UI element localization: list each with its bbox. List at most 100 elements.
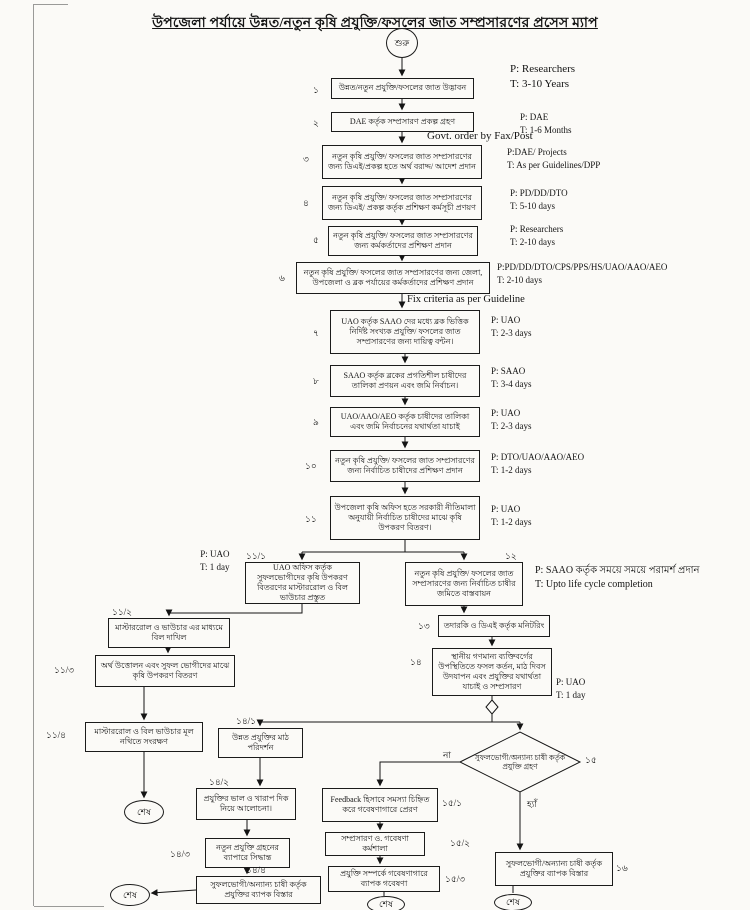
- step-6-performer: P:PD/DD/DTO/CPS/PPS/HS/UAO/AAO/AEO: [497, 262, 668, 272]
- step-11-3-number: ১১/৩: [54, 665, 75, 675]
- step-5-time: T: 2-10 days: [510, 236, 556, 247]
- step-10-annotation: P: DTO/UAO/AAO/AEO T: 1-2 days: [491, 451, 584, 476]
- decision-diamond: [458, 731, 582, 793]
- step-15-3-box: প্রযুক্তি সম্পর্কে গবেষণাগারে ব্যাপক গবে…: [328, 866, 440, 892]
- step-9-annotation: P: UAO T: 2-3 days: [491, 407, 532, 432]
- step-2-number: ২: [313, 118, 319, 128]
- step-11-1-time: T: 1 day: [200, 561, 230, 572]
- step-10-time: T: 1-2 days: [491, 464, 532, 475]
- step-14-annotation: P: UAO T: 1 day: [556, 676, 586, 701]
- step-7-annotation: P: UAO T: 2-3 days: [491, 314, 532, 339]
- step-14-time: T: 1 day: [556, 689, 586, 700]
- step-2-annotation: P: DAE T: 1-6 Months: [520, 111, 572, 136]
- step-7-number: ৭: [313, 328, 319, 338]
- step-3-annotation: P:DAE/ Projects T: As per Guidelines/DPP: [507, 146, 600, 171]
- step-11-1-number: ১১/১: [246, 551, 267, 561]
- edge-label-fix-criteria: Fix criteria as per Guideline: [407, 294, 525, 305]
- step-13-box: তদারকি ও ডিএই কর্তৃক মনিটরিং: [438, 615, 550, 637]
- step-11-time: T: 1-2 days: [491, 516, 532, 527]
- step-12-time: T: Upto life cycle completion: [535, 579, 653, 590]
- step-10-performer: P: DTO/UAO/AAO/AEO: [491, 452, 585, 462]
- step-11-4-number: ১১/৪: [46, 730, 67, 740]
- step-15-2-number: ১৫/২: [450, 838, 471, 848]
- step-11-1-box: UAO অফিস কর্তৃক সুফলভোগীদের কৃষি উপকরণ ব…: [245, 562, 360, 604]
- step-14-box: স্থানীয় গণমান্য ব্যক্তিবর্গের উপস্থিতিত…: [432, 648, 552, 696]
- step-6-number: ৬: [279, 273, 285, 283]
- step-11-2-number: ১১/২: [112, 607, 133, 617]
- step-14-3-number: ১৪/৩: [170, 849, 191, 859]
- junction-connector: [485, 699, 499, 715]
- step-14-4-box: সুফলভোগী/অন্যান্য চাষী কর্তৃক প্রযুক্তির…: [196, 876, 321, 904]
- step-12-box: নতুন কৃষি প্রযুক্তি/ ফসলের জাত সম্প্রসার…: [405, 562, 523, 606]
- step-11-2-box: মাস্টাররোল ও ভাউচার এর মাধ্যমে বিল দাখিল: [108, 618, 230, 648]
- step-11-performer: P: UAO: [491, 504, 521, 514]
- step-14-2-number: ১৪/২: [209, 777, 230, 787]
- step-3-number: ৩: [303, 154, 309, 164]
- decision-text: সুফলভোগী/অন্যান্য চাষী কর্তৃক প্রযুক্তি …: [474, 752, 566, 771]
- step-6-annotation: P:PD/DD/DTO/CPS/PPS/HS/UAO/AAO/AEO T: 2-…: [497, 261, 667, 286]
- step-11-number: ১১: [305, 514, 317, 524]
- step-8-annotation: P: SAAO T: 3-4 days: [491, 365, 532, 390]
- step-15-1-box: Feedback হিসাবে সমস্যা চিহ্নিত করে গবেষণ…: [322, 788, 438, 822]
- step-3-time: T: As per Guidelines/DPP: [507, 159, 601, 170]
- edge-label-govt-order: Govt. order by Fax/Post: [427, 130, 533, 142]
- step-1-box: উন্নত/নতুন প্রযুক্তি/ফসলের জাত উদ্ভাবন: [331, 78, 474, 99]
- step-16-number: ১৬: [616, 863, 628, 873]
- step-11-annotation: P: UAO T: 1-2 days: [491, 503, 532, 528]
- step-14-3-box: নতুন প্রযুক্তি গ্রহনের ব্যাপারে সিদ্ধান্…: [205, 838, 290, 868]
- step-16-box: সুফলভোগী/অন্যান্য চাষী কর্তৃক প্রযুক্তির…: [495, 852, 613, 886]
- step-7-box: UAO কর্তৃক SAAO দের মধ্যে ব্লক ভিত্তিক ন…: [330, 310, 480, 354]
- step-10-box: নতুন কৃষি প্রযুক্তি/ ফসলের জাত সম্প্রসার…: [330, 450, 480, 482]
- step-12-number: ১২: [505, 551, 517, 561]
- step-7-performer: P: UAO: [491, 315, 521, 325]
- step-9-box: UAO/AAO/AEO কর্তৃক চাষীদের তালিকা এবং জম…: [330, 407, 480, 437]
- edge-label-no: না: [443, 750, 451, 760]
- step-1-performer: P: Researchers: [510, 63, 576, 75]
- step-3-performer: P:DAE/ Projects: [507, 147, 567, 157]
- scan-line-top: [34, 4, 68, 5]
- step-8-number: ৮: [313, 376, 319, 386]
- step-13-number: ১৩: [418, 621, 430, 631]
- step-10-number: ১০: [305, 461, 317, 471]
- step-14-performer: P: UAO: [556, 677, 586, 687]
- step-2-performer: P: DAE: [520, 112, 549, 122]
- step-1-annotation: P: Researchers T: 3-10 Years: [510, 62, 575, 93]
- step-9-time: T: 2-3 days: [491, 420, 532, 431]
- step-11-3-box: অর্থ উত্তোলন এবং সুফল ভোগীদের মাঝে কৃষি …: [95, 655, 235, 687]
- step-9-number: ৯: [313, 417, 319, 427]
- step-14-4-number: ১৪/৪: [246, 865, 267, 875]
- step-11-4-box: মাস্টাররোল ও বিল ভাউচার মূল নথিতে সংরক্ষ…: [85, 722, 203, 752]
- step-8-time: T: 3-4 days: [491, 378, 532, 389]
- step-6-time: T: 2-10 days: [497, 274, 543, 285]
- step-5-performer: P: Researchers: [510, 224, 564, 234]
- end-terminal-masterroll: শেষ: [124, 800, 164, 824]
- step-2-time: T: 1-6 Months: [520, 124, 572, 135]
- scan-line-left: [33, 4, 34, 906]
- step-14-1-box: উন্নত প্রযুক্তির মাঠ পরিদর্শন: [218, 728, 303, 758]
- step-7-time: T: 2-3 days: [491, 327, 532, 338]
- step-12-performer: P: SAAO কর্তৃক সময়ে সময়ে পরামর্শ প্রদা…: [535, 565, 700, 576]
- decision-number: ১৫: [585, 755, 597, 765]
- step-6-box: নতুন কৃষি প্রযুক্তি/ ফসলের জাত সম্প্রসার…: [296, 262, 490, 294]
- step-9-performer: P: UAO: [491, 408, 521, 418]
- edge-label-yes: হ্যাঁ: [527, 799, 537, 809]
- step-4-number: ৪: [303, 198, 309, 208]
- step-8-box: SAAO কর্তৃক ব্লকের প্রগতিশীল চাষীদের তাল…: [330, 365, 480, 397]
- step-4-annotation: P: PD/DD/DTO T: 5-10 days: [510, 187, 568, 212]
- start-terminal: শুরু: [386, 28, 418, 58]
- step-3-box: নতুন কৃষি প্রযুক্তি/ ফসলের জাত সম্প্রসার…: [322, 145, 482, 179]
- step-8-performer: P: SAAO: [491, 366, 526, 376]
- step-5-box: নতুন কৃষি প্রযুক্তি/ ফসলের জাত সম্প্রসার…: [328, 226, 478, 256]
- step-14-1-number: ১৪/১: [236, 716, 257, 726]
- step-1-time: T: 3-10 Years: [510, 78, 570, 91]
- step-14-2-box: প্রযুক্তির ভাল ও খারাপ দিক নিয়ে আলোচনা।: [196, 788, 296, 820]
- step-11-box: উপজেলা কৃষি অফিস হতে সরকারী নীতিমালা অনু…: [330, 496, 480, 540]
- step-5-number: ৫: [313, 235, 319, 245]
- step-2-box: DAE কর্তৃক সম্প্রসারণ প্রকল্প গ্রহণ: [331, 112, 474, 132]
- step-5-annotation: P: Researchers T: 2-10 days: [510, 223, 563, 248]
- step-15-3-number: ১৫/৩: [445, 874, 466, 884]
- step-12-annotation: P: SAAO কর্তৃক সময়ে সময়ে পরামর্শ প্রদা…: [535, 564, 699, 592]
- step-4-box: নতুন কৃষি প্রযুক্তি/ ফসলের জাত সম্প্রসার…: [322, 186, 482, 220]
